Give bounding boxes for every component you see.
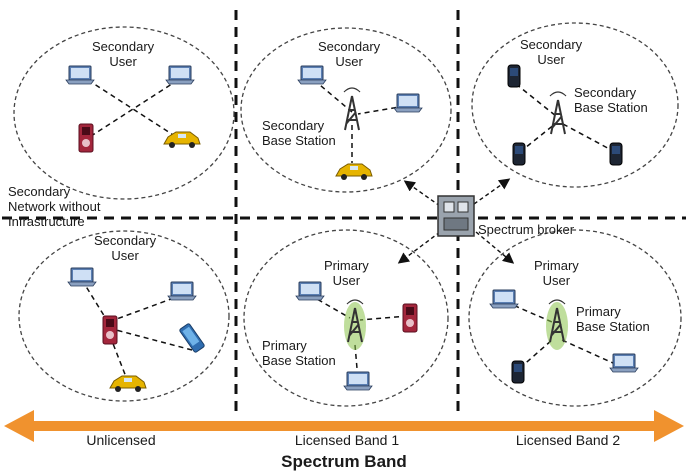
- cell-unlicensed-top: [13, 26, 235, 200]
- laptop-icon: [165, 65, 195, 85]
- axis-title: Spectrum Band: [281, 452, 407, 471]
- phone-icons: [507, 64, 623, 384]
- mp3-player-icon: [78, 123, 94, 153]
- tower-icon: [546, 299, 568, 350]
- laptop-icon: [297, 65, 327, 85]
- tower-icons: [343, 87, 568, 350]
- laptop-icon: [67, 267, 97, 287]
- label-spectrum-broker: Spectrum broker: [478, 222, 575, 237]
- mp3-player-icon: [102, 315, 118, 345]
- cell-band2-top: [471, 22, 679, 188]
- laptop-icon: [343, 371, 373, 391]
- phone-icon: [609, 142, 623, 166]
- cell-band1-top: [240, 27, 452, 193]
- laptop-icons: [65, 65, 639, 391]
- car-icon: [109, 375, 147, 392]
- car-icons: [109, 131, 373, 392]
- band-licensed-1: Licensed Band 1: [294, 432, 400, 448]
- laptop-icon: [167, 281, 197, 301]
- tower-icon: [549, 91, 567, 135]
- phone-icon: [512, 142, 526, 166]
- tower-icon: [344, 299, 366, 350]
- cell-band2-bottom: [468, 229, 682, 407]
- pda-icon: [179, 323, 205, 353]
- phone-icon: [507, 64, 521, 88]
- cell-band1-bottom: [243, 229, 449, 407]
- laptop-icon: [489, 289, 519, 309]
- mp3-player-icon: [402, 303, 418, 333]
- tower-icon: [343, 87, 361, 131]
- car-icon: [335, 163, 373, 180]
- spectrum-arrow: [4, 410, 684, 442]
- cell-unlicensed-bottom: [18, 230, 230, 402]
- phone-icon: [511, 360, 525, 384]
- laptop-icon: [295, 281, 325, 301]
- laptop-icon: [609, 353, 639, 373]
- mp3-player-icons: [78, 123, 418, 345]
- laptop-icon: [65, 65, 95, 85]
- spectrum-broker-icon: [437, 195, 475, 237]
- laptop-icon: [393, 93, 423, 113]
- band-unlicensed: Unlicensed: [86, 432, 156, 448]
- car-icon: [163, 131, 201, 148]
- broker-links: [397, 178, 515, 264]
- band-licensed-2: Licensed Band 2: [515, 432, 621, 448]
